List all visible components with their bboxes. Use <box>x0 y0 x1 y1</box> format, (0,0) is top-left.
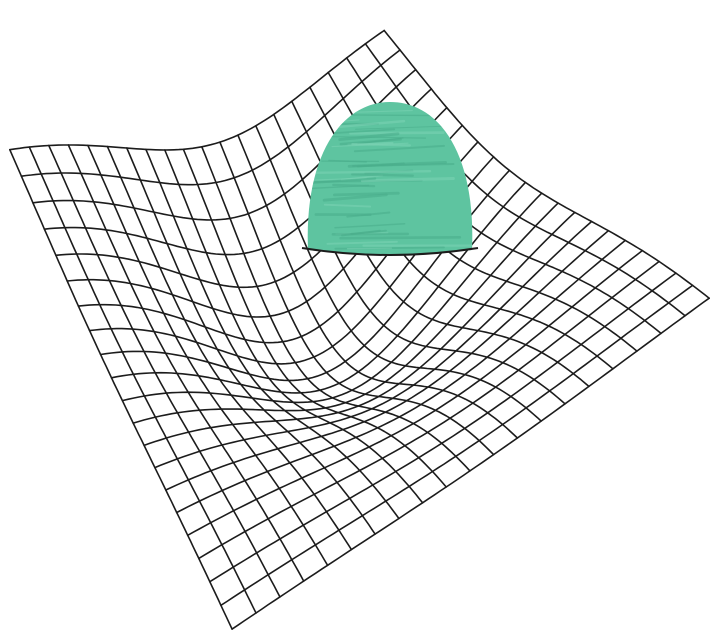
sphere-hatch-stroke <box>313 171 431 173</box>
grid-row-line <box>177 240 626 512</box>
sphere-hatch-stroke <box>334 193 398 195</box>
massive-sphere <box>302 102 478 255</box>
sphere-hatch-stroke <box>352 174 412 175</box>
grid-column-line <box>49 146 280 597</box>
sphere-hatch-stroke <box>333 185 374 186</box>
sphere-hatch-stroke <box>341 237 460 238</box>
grid-row-line <box>210 273 676 582</box>
grid-row-line <box>10 31 384 151</box>
sphere-hatch-stroke <box>340 115 445 116</box>
sphere-hatch-stroke <box>348 248 392 249</box>
